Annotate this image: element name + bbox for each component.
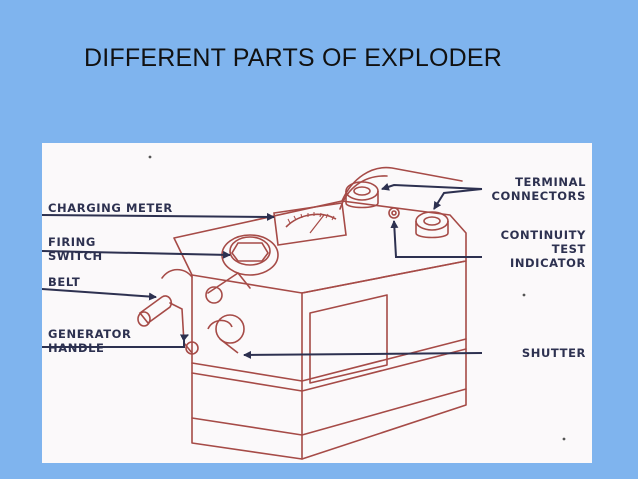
label-generator-handle-line2: HANDLE xyxy=(48,341,104,355)
label-terminal-connectors-line1: TERMINAL xyxy=(515,175,586,189)
label-terminal-connectors-line2: CONNECTORS xyxy=(491,189,586,203)
terminal-connectors xyxy=(345,181,449,239)
label-continuity-line1: CONTINUITY xyxy=(501,228,586,242)
firing-switch xyxy=(221,234,279,276)
exploder-body xyxy=(161,166,467,460)
slide-title: DIFFERENT PARTS OF EXPLODER xyxy=(84,44,502,72)
scan-speck xyxy=(522,293,526,297)
scan-speck xyxy=(562,437,566,441)
label-continuity-line2: TEST xyxy=(552,242,586,256)
shutter xyxy=(207,314,245,354)
label-firing-switch-line2: SWITCH xyxy=(48,249,103,263)
exploder-drawing: CHARGING METER FIRING SWITCH BELT GENERA… xyxy=(42,155,586,460)
label-firing-switch-line1: FIRING xyxy=(48,235,96,249)
charging-meter xyxy=(273,202,347,246)
label-charging-meter: CHARGING METER xyxy=(48,201,173,215)
label-generator-handle-line1: GENERATOR xyxy=(48,327,132,341)
pointer-arrows xyxy=(42,182,483,359)
continuity-indicator xyxy=(388,207,400,219)
label-continuity-line3: INDICATOR xyxy=(510,256,586,270)
label-shutter: SHUTTER xyxy=(522,346,586,360)
scan-speck xyxy=(148,155,152,159)
exploder-diagram: CHARGING METER FIRING SWITCH BELT GENERA… xyxy=(42,143,592,463)
label-belt: BELT xyxy=(48,275,80,289)
generator-handle xyxy=(137,295,199,355)
